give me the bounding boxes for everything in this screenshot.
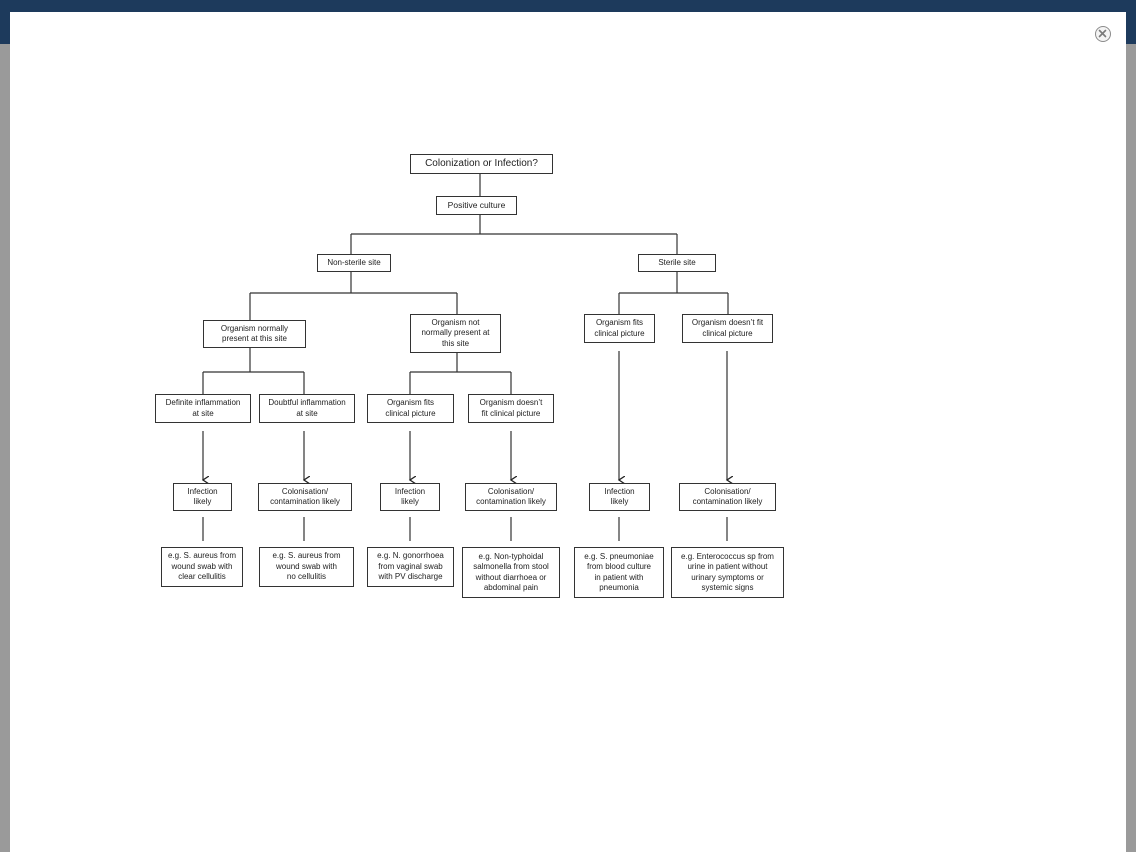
close-button[interactable] bbox=[1095, 26, 1111, 42]
example-enterococcus: e.g. Enterococcus sp from urine in patie… bbox=[671, 547, 784, 598]
node-nonsterile-organism-fits: Organism fits clinical picture bbox=[367, 394, 454, 423]
close-circle-icon bbox=[1098, 29, 1107, 38]
outcome-colonisation-likely: Colonisation/ contamination likely bbox=[258, 483, 352, 511]
example-s-pneumoniae: e.g. S. pneumoniae from blood culture in… bbox=[574, 547, 664, 598]
example-s-aureus-no-cellulitis: e.g. S. aureus from wound swab with no c… bbox=[259, 547, 354, 587]
backdrop-right bbox=[1126, 44, 1136, 852]
node-nonsterile-organism-doesnt-fit: Organism doesn’t fit clinical picture bbox=[468, 394, 554, 423]
node-non-sterile-site: Non-sterile site bbox=[317, 254, 391, 272]
node-positive-culture: Positive culture bbox=[436, 196, 517, 215]
node-sterile-organism-fits: Organism fits clinical picture bbox=[584, 314, 655, 343]
outcome-colonisation-likely: Colonisation/ contamination likely bbox=[679, 483, 776, 511]
outcome-colonisation-likely: Colonisation/ contamination likely bbox=[465, 483, 557, 511]
node-sterile-site: Sterile site bbox=[638, 254, 716, 272]
backdrop-left bbox=[0, 44, 10, 852]
outcome-infection-likely: Infection likely bbox=[380, 483, 440, 511]
flowchart-title: Colonization or Infection? bbox=[410, 154, 553, 174]
example-salmonella: e.g. Non-typhoidal salmonella from stool… bbox=[462, 547, 560, 598]
node-organism-not-normally-present: Organism not normally present at this si… bbox=[410, 314, 501, 353]
outcome-infection-likely: Infection likely bbox=[173, 483, 232, 511]
node-sterile-organism-doesnt-fit: Organism doesn’t fit clinical picture bbox=[682, 314, 773, 343]
example-s-aureus-cellulitis: e.g. S. aureus from wound swab with clea… bbox=[161, 547, 243, 587]
node-doubtful-inflammation: Doubtful inflammation at site bbox=[259, 394, 355, 423]
example-n-gonorrhoea: e.g. N. gonorrhoea from vaginal swab wit… bbox=[367, 547, 454, 587]
node-definite-inflammation: Definite inflammation at site bbox=[155, 394, 251, 423]
node-organism-normally-present: Organism normally present at this site bbox=[203, 320, 306, 348]
outcome-infection-likely: Infection likely bbox=[589, 483, 650, 511]
image-viewer-modal bbox=[10, 12, 1126, 852]
